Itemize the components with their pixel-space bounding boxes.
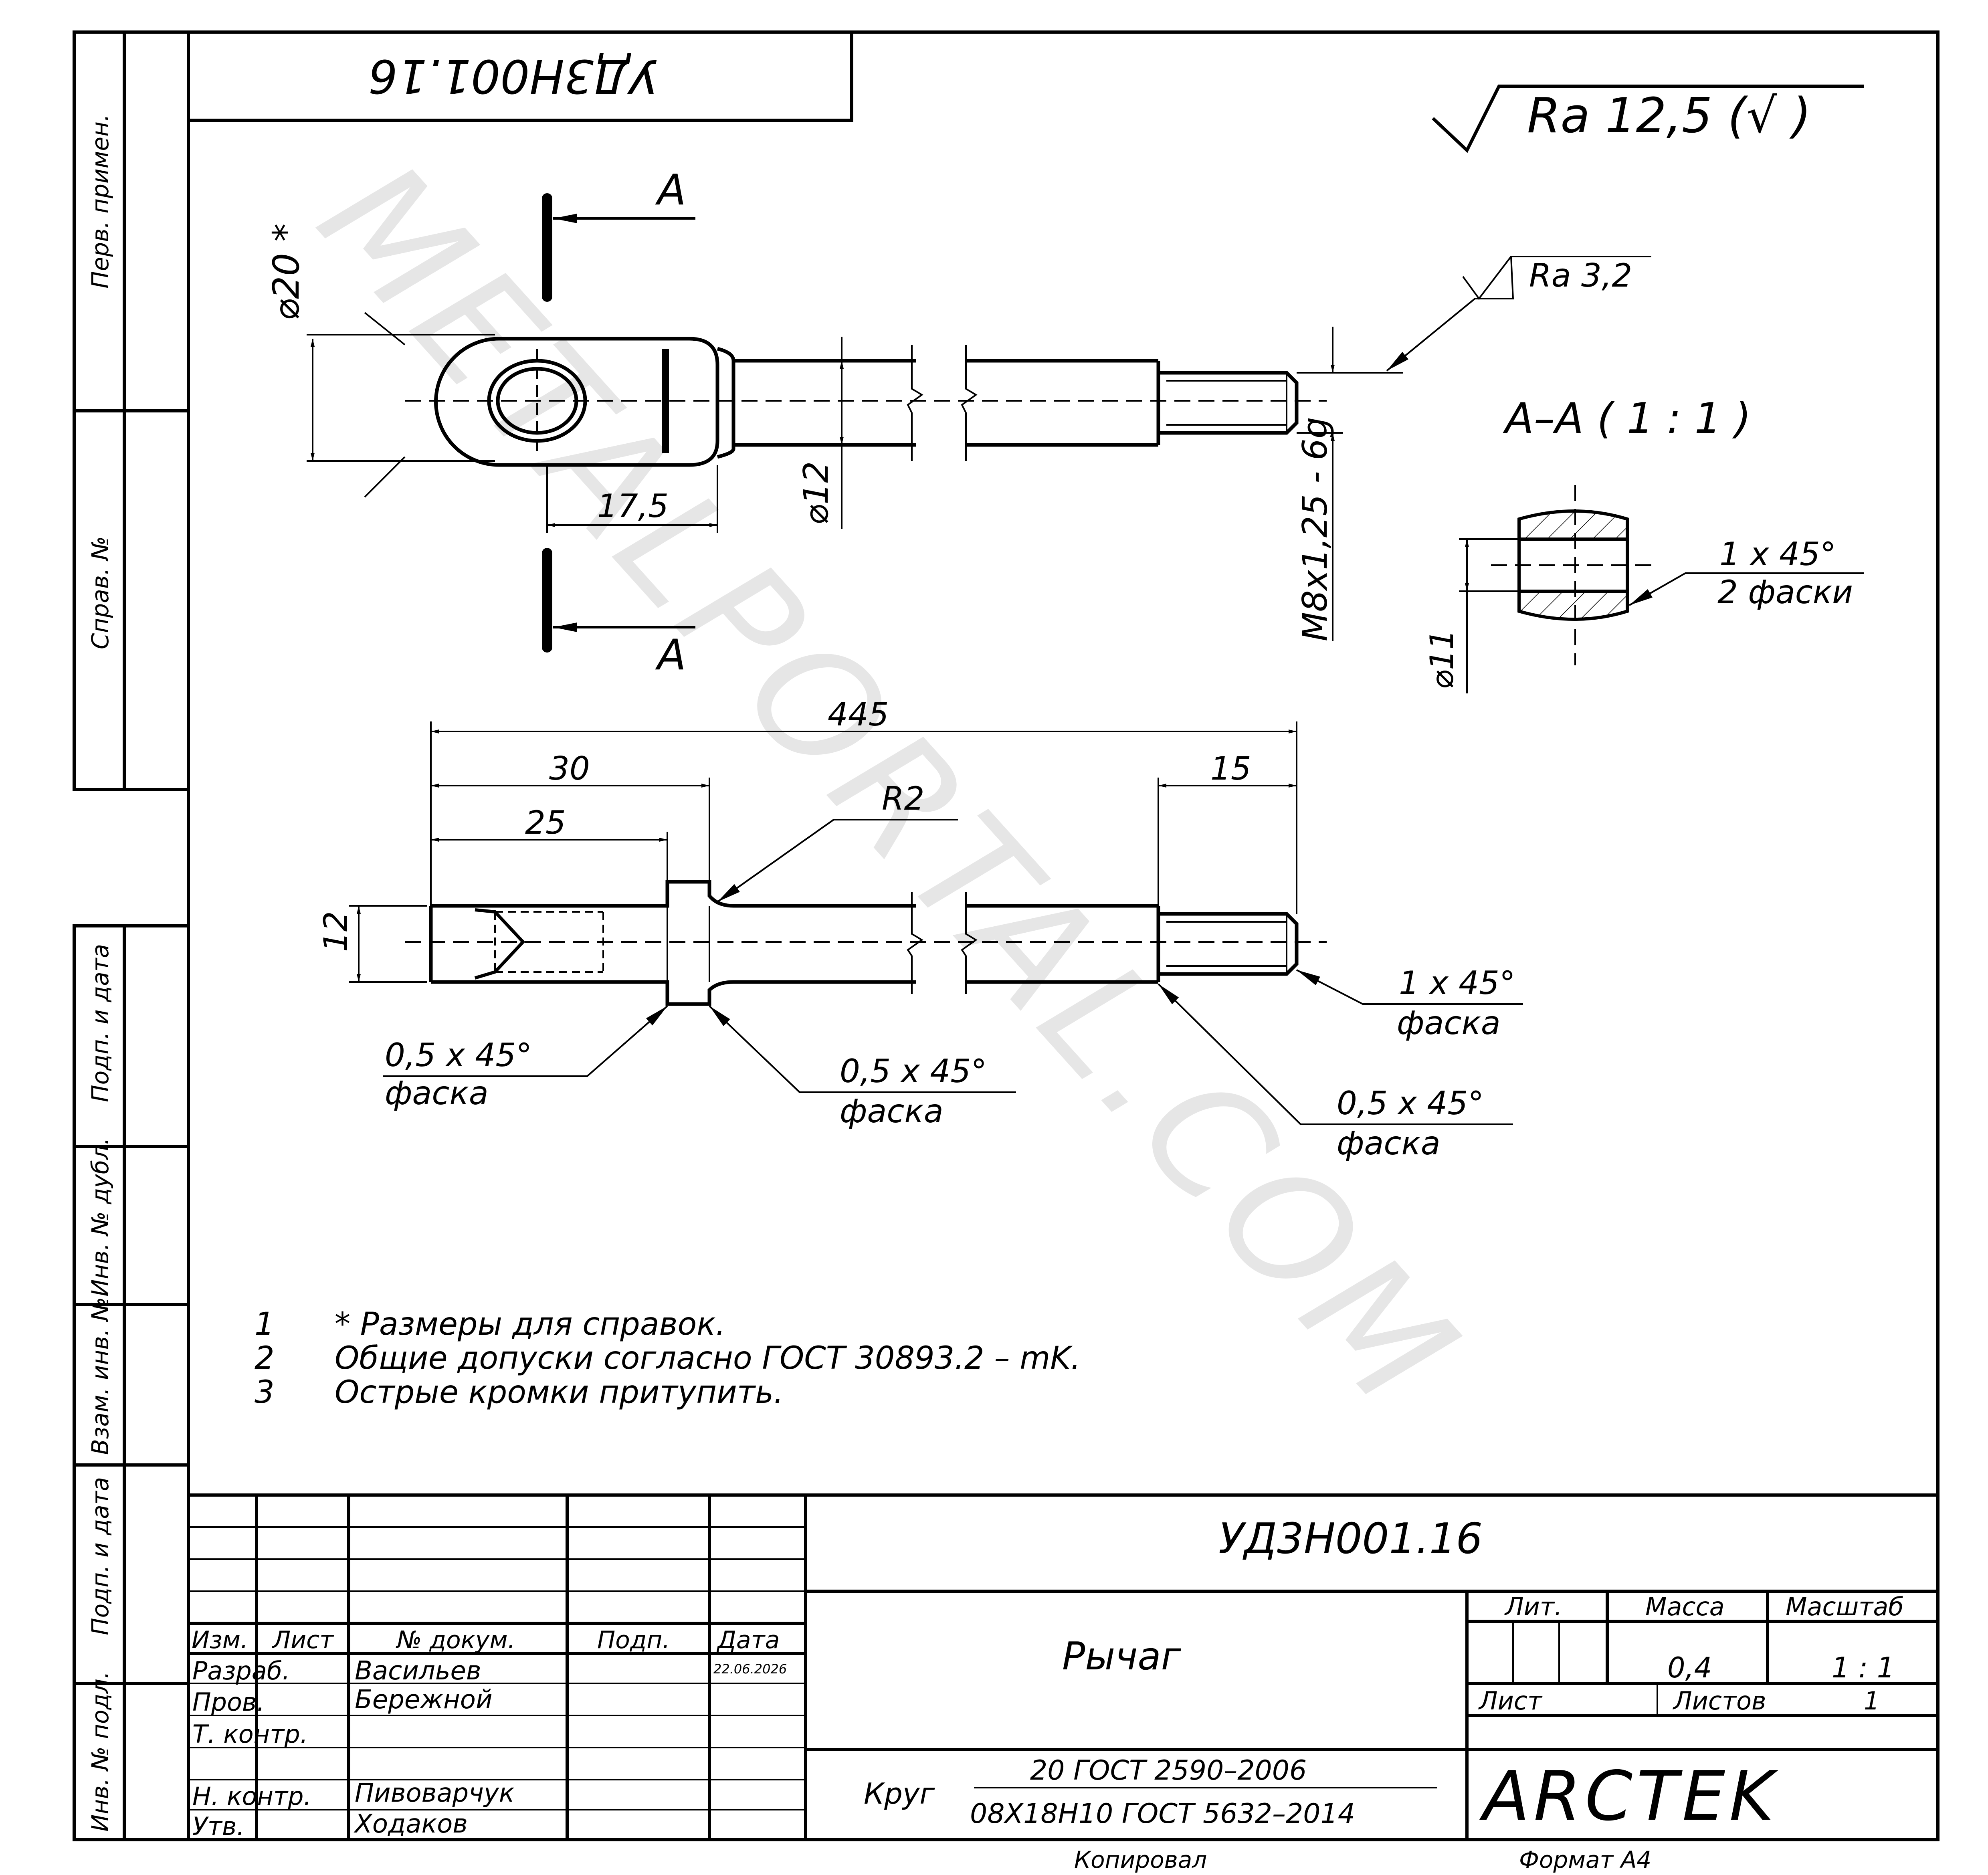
note-3-text: Острые кромки притупить. [335,1374,784,1410]
mass-label: Масса [1645,1592,1725,1621]
date-razrab: 22.06.2026 [713,1661,787,1677]
dim-d11: ⌀11 [1423,629,1461,689]
company-logo: ARCTEK [1479,1757,1778,1836]
material-top: 20 ГОСТ 2590–2006 [1030,1755,1307,1786]
note-1-text: * Размеры для справок. [335,1306,725,1342]
title-block-lines [188,1493,1938,1840]
scale-value: 1 : 1 [1832,1651,1895,1684]
footer-format: Формат А4 [1519,1846,1651,1873]
roughness-general: Ra 12,5 (√ ) [1432,85,1864,153]
role-nkontr: Н. контр. [192,1782,311,1811]
chamfer-05-c: 0,5 х 45° [1337,1085,1484,1122]
dim-d12: ⌀12 [796,461,836,525]
role-razrab: Разраб. [192,1656,290,1685]
name-prov: Бережной [355,1685,493,1715]
name-nkontr: Пивоварчук [355,1778,515,1808]
hdr-list: Лист [272,1626,334,1654]
title-designation: УД3Н001.16 [1218,1514,1483,1563]
chamfer-05-c-word: фаска [1337,1125,1440,1162]
dim-25: 25 [525,804,566,841]
chamfer-05-a-word: фаска [385,1075,489,1112]
side-label-inv-dubl: Инв. № дубл. [87,1138,114,1297]
section-cut-marks [542,193,695,653]
dim-445: 445 [828,696,889,733]
hdr-izm: Изм. [192,1626,248,1654]
section-chamfer-count: 2 фаски [1717,574,1853,611]
dim-r2: R2 [882,780,924,817]
section-view [1459,485,1864,693]
chamfer-1x45: 1 х 45° [1399,964,1515,1002]
side-label-sprav: Справ. № [87,536,114,649]
scale-label: Масштаб [1786,1592,1904,1621]
role-prov: Пров. [192,1687,265,1717]
note-2-text: Общие допуски согласно ГОСТ 30893.2 – mK… [335,1340,1081,1376]
lit-label: Лит. [1504,1592,1562,1621]
material-prefix: Круг [864,1777,935,1810]
section-label: А–А ( 1 : 1 ) [1503,394,1751,443]
role-tkontr: Т. контр. [192,1719,308,1749]
title-part-name: Рычаг [1062,1635,1182,1679]
role-utv: Утв. [192,1812,244,1841]
section-chamfer: 1 х 45° [1719,535,1836,573]
dim-thread: М8х1,25 - 6g [1295,417,1335,641]
note-1-num: 1 [255,1306,275,1342]
stamp-top: УД3Н001.16 [368,49,658,103]
mass-value: 0,4 [1667,1651,1712,1684]
cut-letter-bottom: А [655,630,686,679]
roughness-thread-text: Ra 3,2 [1529,257,1632,294]
side-view-dims [349,721,1523,1125]
side-labels: Перв. примен. Справ. № Подп. и дата Инв.… [87,114,114,1832]
chamfer-05-b: 0,5 х 45° [840,1053,987,1090]
dim-d20: ⌀20 * [265,224,307,321]
chamfer-1x45-word: фаска [1397,1004,1501,1042]
hdr-doc: № докум. [396,1626,515,1654]
dim-30: 30 [549,750,590,787]
sheets-label: Листов [1673,1686,1766,1715]
hdr-date: Дата [716,1626,780,1654]
hdr-podp: Подп. [597,1626,670,1654]
side-label-podp2: Подп. и дата [87,1477,114,1635]
side-label-perv: Перв. примен. [87,114,114,289]
side-label-inv-podl: Инв. № подл. [87,1671,114,1832]
sheets-value: 1 [1864,1686,1879,1715]
cut-letter-top: А [655,166,686,214]
title-block-text: УД3Н001.16 Рычаг Изм. Лист № докум. Подп… [192,1514,1904,1873]
dim-17-5: 17,5 [597,487,669,525]
note-2-num: 2 [255,1340,275,1376]
chamfer-05-b-word: фаска [840,1093,943,1130]
sheet-label: Лист [1478,1686,1543,1715]
notes: 1 * Размеры для справок. 2 Общие допуски… [255,1306,1081,1410]
chamfer-05-a: 0,5 х 45° [385,1037,532,1074]
name-utv: Ходаков [354,1809,468,1839]
note-3-num: 3 [255,1374,275,1410]
roughness-general-text: Ra 12,5 (√ ) [1527,88,1811,144]
dim-12: 12 [317,911,354,952]
footer-copied: Копировал [1074,1846,1207,1873]
side-label-podp1: Подп. и дата [87,944,114,1102]
top-view-dims [307,256,1651,641]
material-bottom: 08Х18Н10 ГОСТ 5632–2014 [970,1798,1355,1830]
frame [73,30,1940,1841]
name-razrab: Васильев [355,1656,481,1686]
dim-15: 15 [1210,750,1251,787]
side-label-vzam: Взам. инв. № [87,1297,114,1455]
